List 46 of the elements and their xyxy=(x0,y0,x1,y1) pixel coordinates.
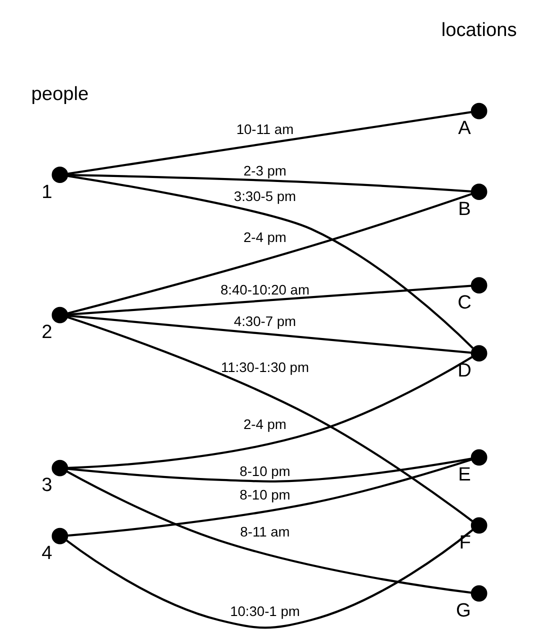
connector xyxy=(66,470,472,594)
connector xyxy=(67,284,471,316)
node-label: E xyxy=(458,464,470,486)
edge-label: 8-11 am xyxy=(240,524,290,540)
connector xyxy=(67,458,472,537)
edge-label: 8:40-10:20 am xyxy=(220,281,309,298)
node-circle xyxy=(51,306,68,324)
node-label: 2 xyxy=(41,322,52,344)
edge-label: 8-10 pm xyxy=(239,462,290,479)
node-label: A xyxy=(458,118,470,140)
edge-label: 11:30-1:30 pm xyxy=(220,358,308,375)
node-label: 1 xyxy=(41,182,52,203)
edge-label: 3:30-5 pm xyxy=(233,188,296,204)
node-circle xyxy=(470,517,487,534)
connector xyxy=(66,111,472,175)
edge-label: 4:30-7 pm xyxy=(233,313,296,330)
node-circle xyxy=(51,460,68,476)
node-label: B xyxy=(458,198,470,220)
node-circle xyxy=(51,528,68,544)
connector xyxy=(66,193,472,314)
node-circle xyxy=(51,166,68,184)
node-circle xyxy=(470,449,487,466)
node-label: 3 xyxy=(41,475,52,496)
node-circle xyxy=(470,184,487,200)
connector xyxy=(67,174,471,192)
node-label: G xyxy=(456,600,470,622)
node-circle xyxy=(470,585,487,602)
node-label: 4 xyxy=(41,543,52,564)
connector xyxy=(67,314,471,354)
label: people xyxy=(30,84,88,105)
node-label: C xyxy=(457,292,471,314)
edge-label: 8-10 pm xyxy=(239,486,290,502)
edge-label: 10:30-1 pm xyxy=(230,603,300,620)
edge-label: 2-3 pm xyxy=(242,162,286,178)
node-circle xyxy=(470,277,487,294)
connector xyxy=(66,174,474,349)
node-circle xyxy=(470,102,487,120)
edge-label: 2-4 pm xyxy=(242,229,286,246)
edge-label: 2-4 pm xyxy=(242,416,286,432)
connector xyxy=(66,458,472,482)
connector xyxy=(65,529,473,629)
connector xyxy=(67,356,472,469)
connector xyxy=(66,316,473,522)
label: locations xyxy=(440,20,516,42)
edge-label: 10-11 am xyxy=(236,120,294,137)
node-circle xyxy=(470,345,487,362)
